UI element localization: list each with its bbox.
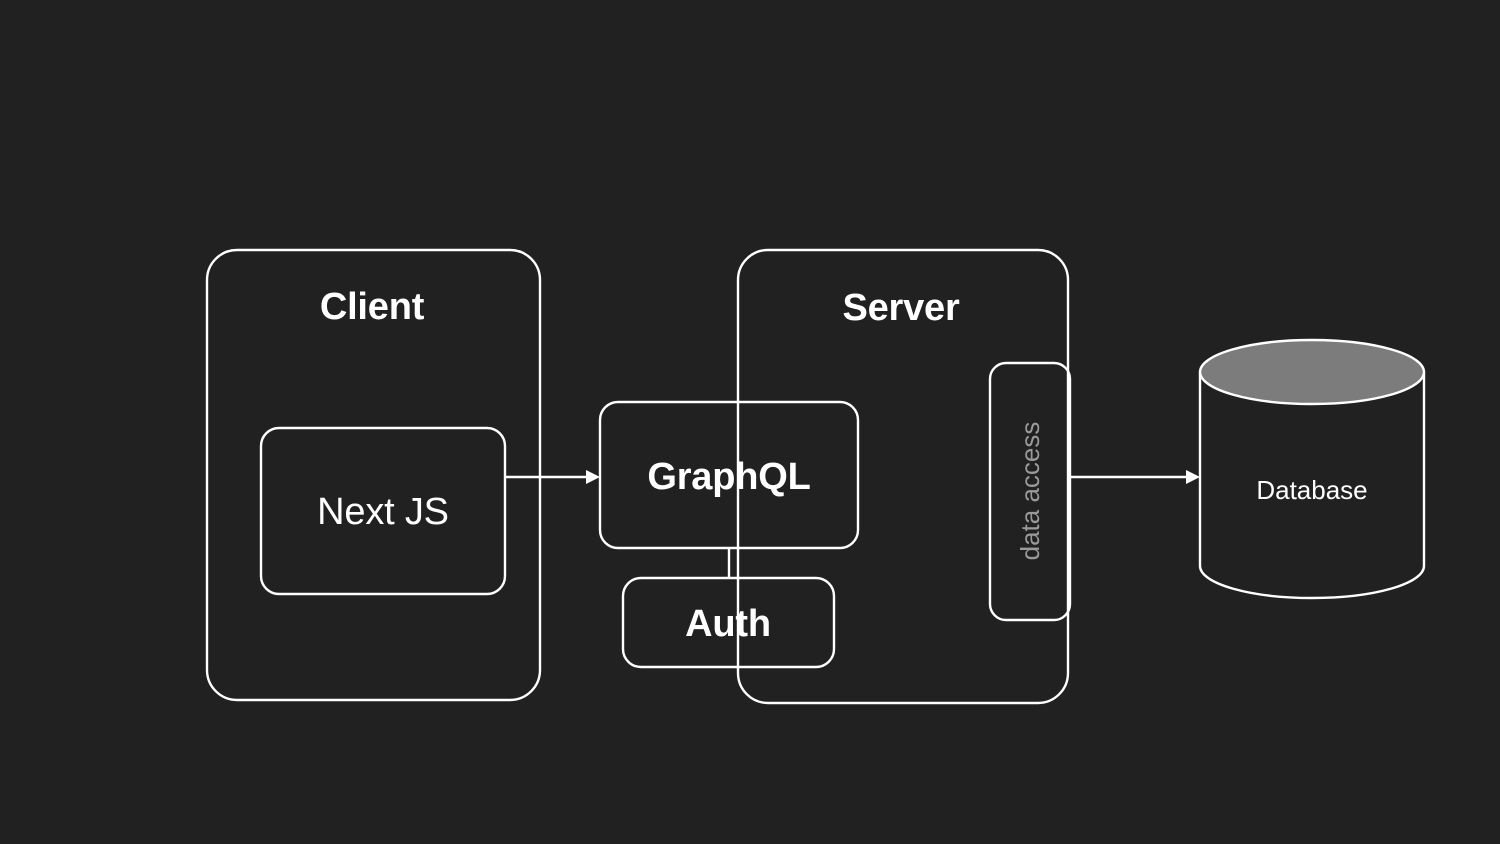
connector-data-access-to-database	[1070, 470, 1200, 484]
node-database[interactable]	[1198, 338, 1426, 600]
group-container-client[interactable]	[205, 248, 542, 702]
node-nextjs[interactable]	[259, 426, 507, 596]
connector-nextjs-to-graphql	[505, 470, 600, 484]
node-graphql[interactable]	[598, 400, 860, 550]
group-container-server[interactable]	[736, 248, 1070, 705]
node-data-access[interactable]	[988, 361, 1072, 622]
node-auth[interactable]	[621, 576, 836, 669]
